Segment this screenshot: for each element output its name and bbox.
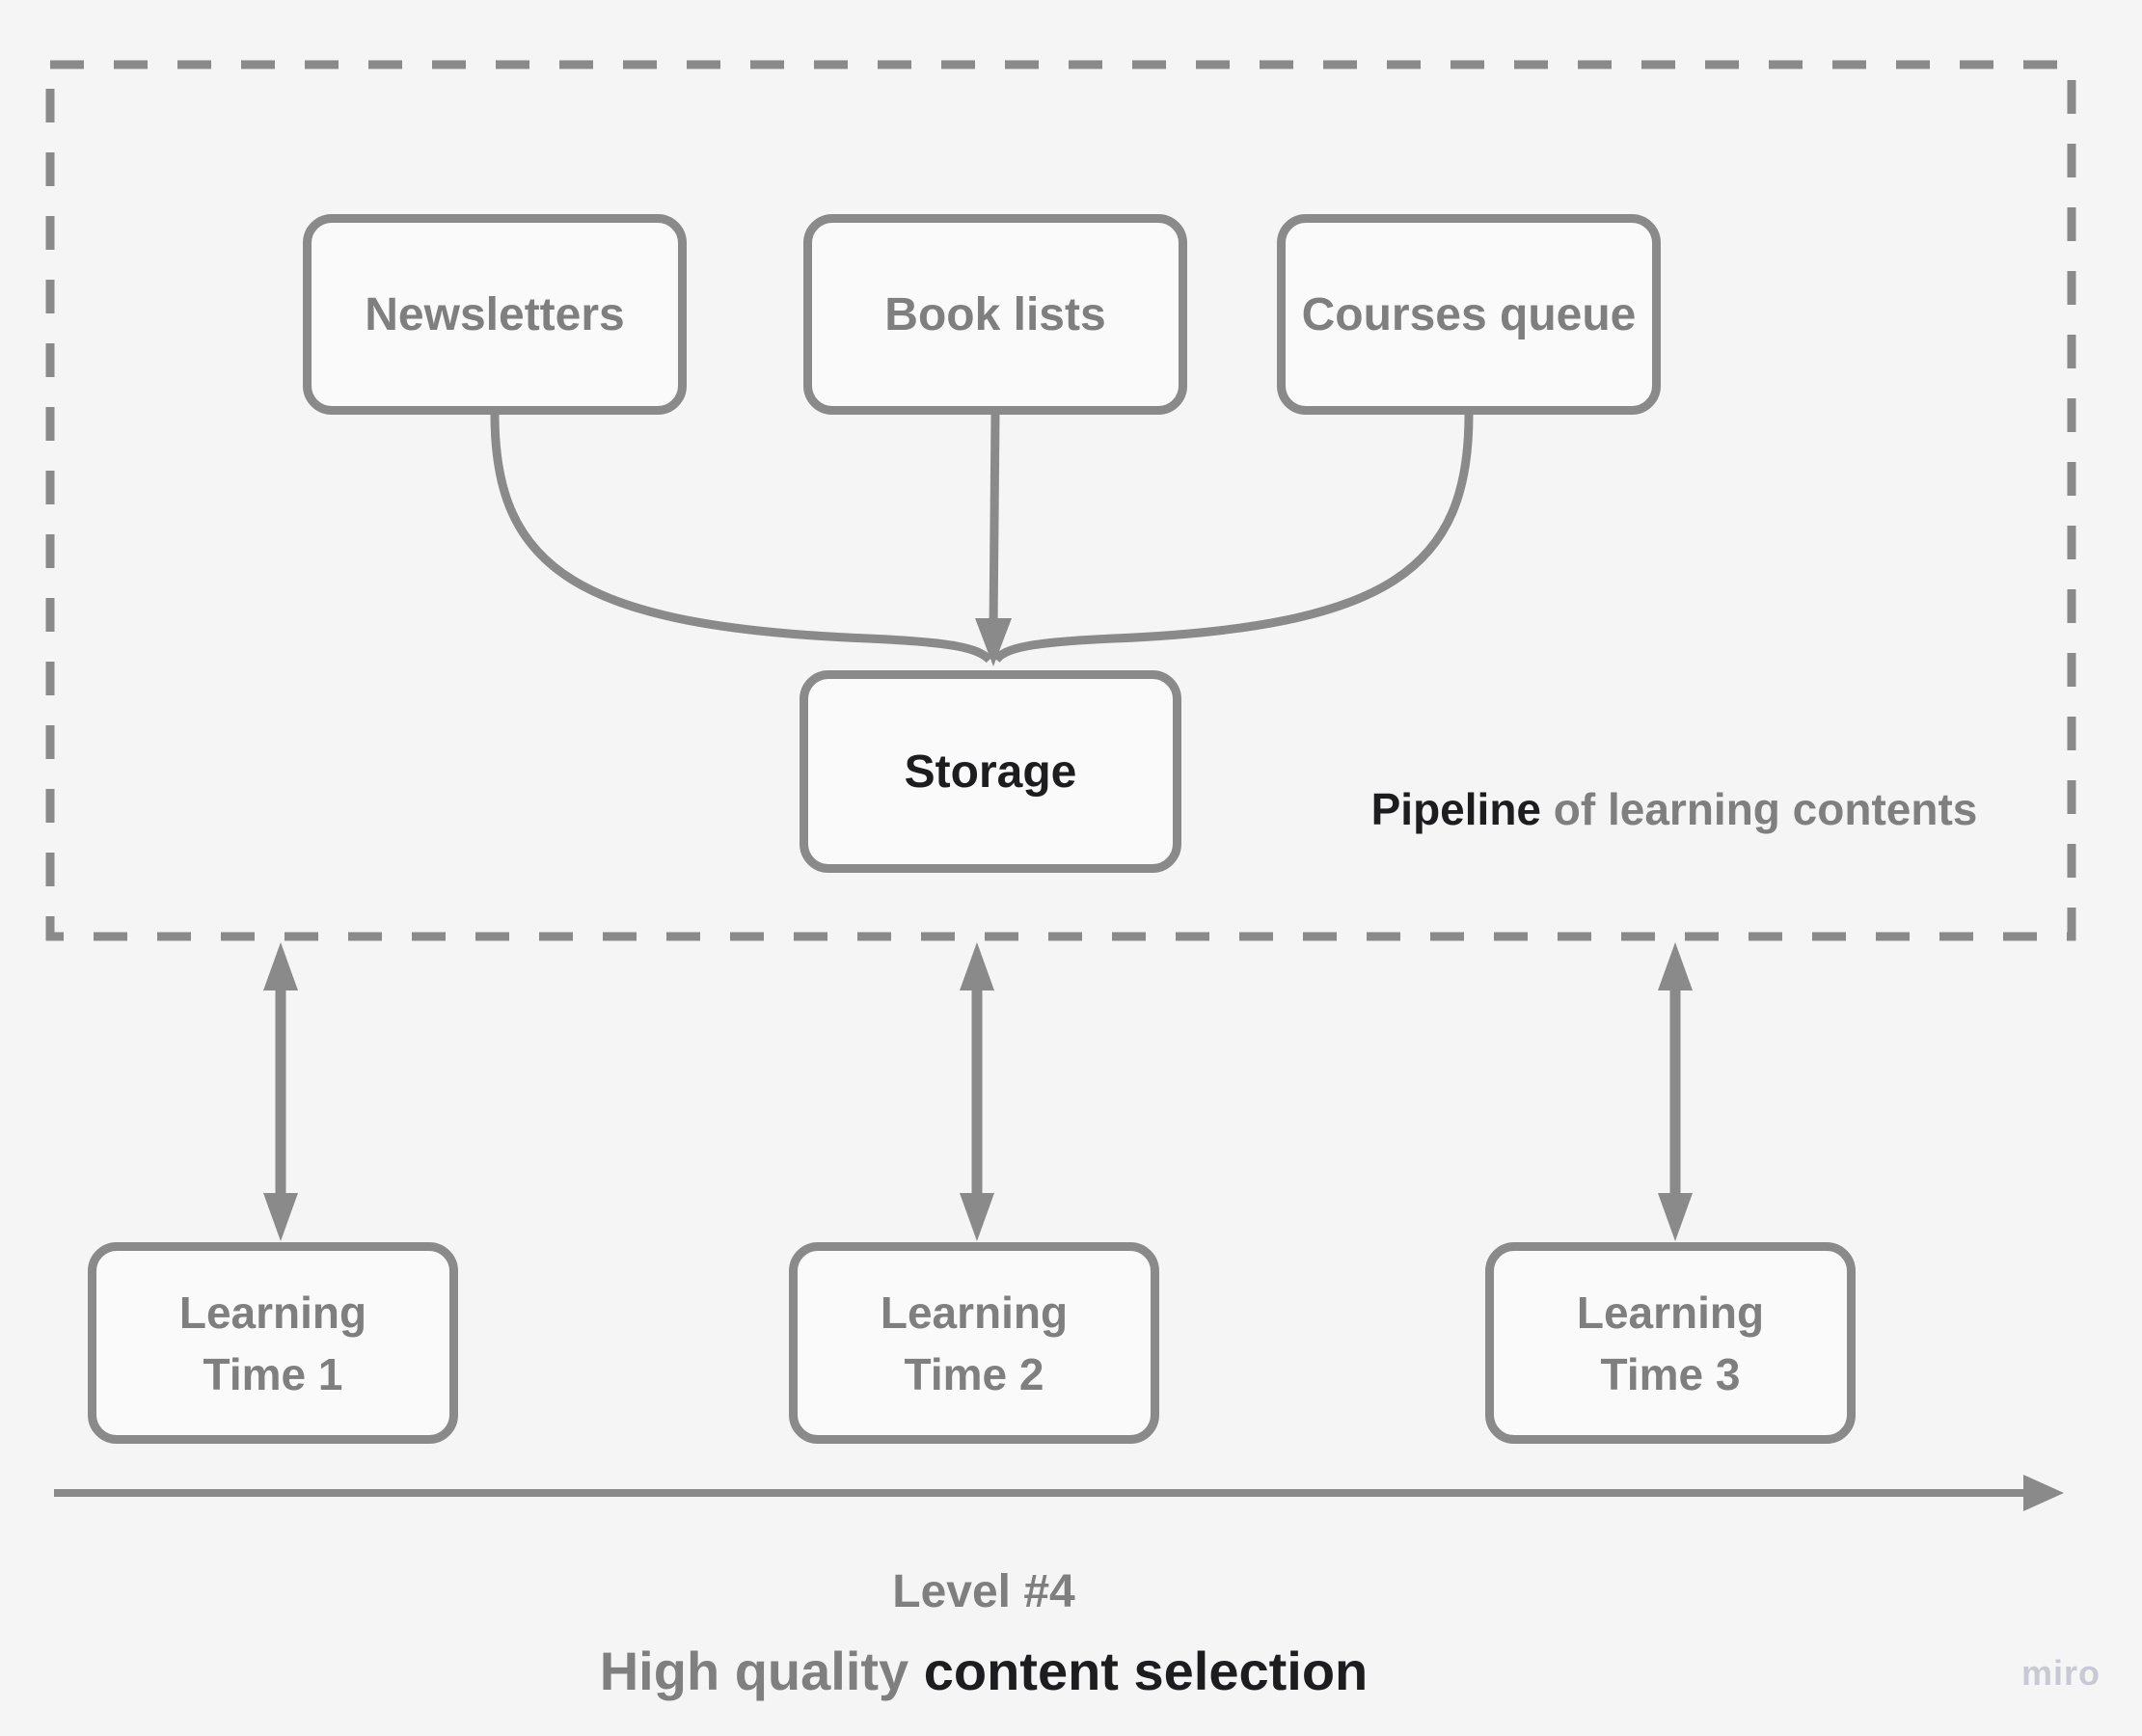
double-arrow-learning-time-1	[263, 942, 298, 1241]
pipeline-caption-bold: Pipeline	[1370, 784, 1541, 834]
node-newsletters: Newsletters	[303, 214, 687, 415]
footer-subtitle-gray: High quality	[599, 1641, 924, 1701]
node-learning-time-3: Learning Time 3	[1485, 1242, 1856, 1444]
node-learning-time-1: Learning Time 1	[88, 1242, 458, 1444]
node-newsletters-label: Newsletters	[365, 288, 625, 340]
node-learning-time-2-label: Learning Time 2	[880, 1287, 1069, 1399]
node-storage-label: Storage	[904, 746, 1077, 798]
node-learning-time-1-label: Learning Time 1	[178, 1287, 367, 1399]
pipeline-caption-rest: of learning contents	[1541, 784, 1978, 834]
double-arrow-learning-time-2	[960, 942, 994, 1241]
footer-caption: Level #4 High quality content selection	[299, 1564, 1668, 1705]
footer-level: Level #4	[892, 1566, 1075, 1617]
miro-watermark: miro	[2021, 1653, 2101, 1693]
node-book-lists-label: Book lists	[884, 288, 1106, 340]
pipeline-caption: Pipeline of learning contents	[1337, 783, 2012, 835]
pipeline-boundary-dashed-box	[45, 60, 2076, 941]
node-learning-time-3-label: Learning Time 3	[1576, 1287, 1765, 1399]
node-book-lists: Book lists	[803, 214, 1187, 415]
timeline-arrow	[54, 1475, 2064, 1511]
merge-arrows	[490, 414, 1474, 666]
footer-subtitle: High quality content selection	[299, 1638, 1668, 1705]
double-arrow-learning-time-3	[1658, 942, 1693, 1241]
node-courses-queue-label: Courses queue	[1301, 288, 1637, 340]
node-storage: Storage	[800, 670, 1181, 873]
node-learning-time-2: Learning Time 2	[789, 1242, 1159, 1444]
footer-subtitle-dark: content selection	[923, 1641, 1369, 1701]
merge-arrowhead	[975, 618, 1012, 666]
node-courses-queue: Courses queue	[1277, 214, 1661, 415]
